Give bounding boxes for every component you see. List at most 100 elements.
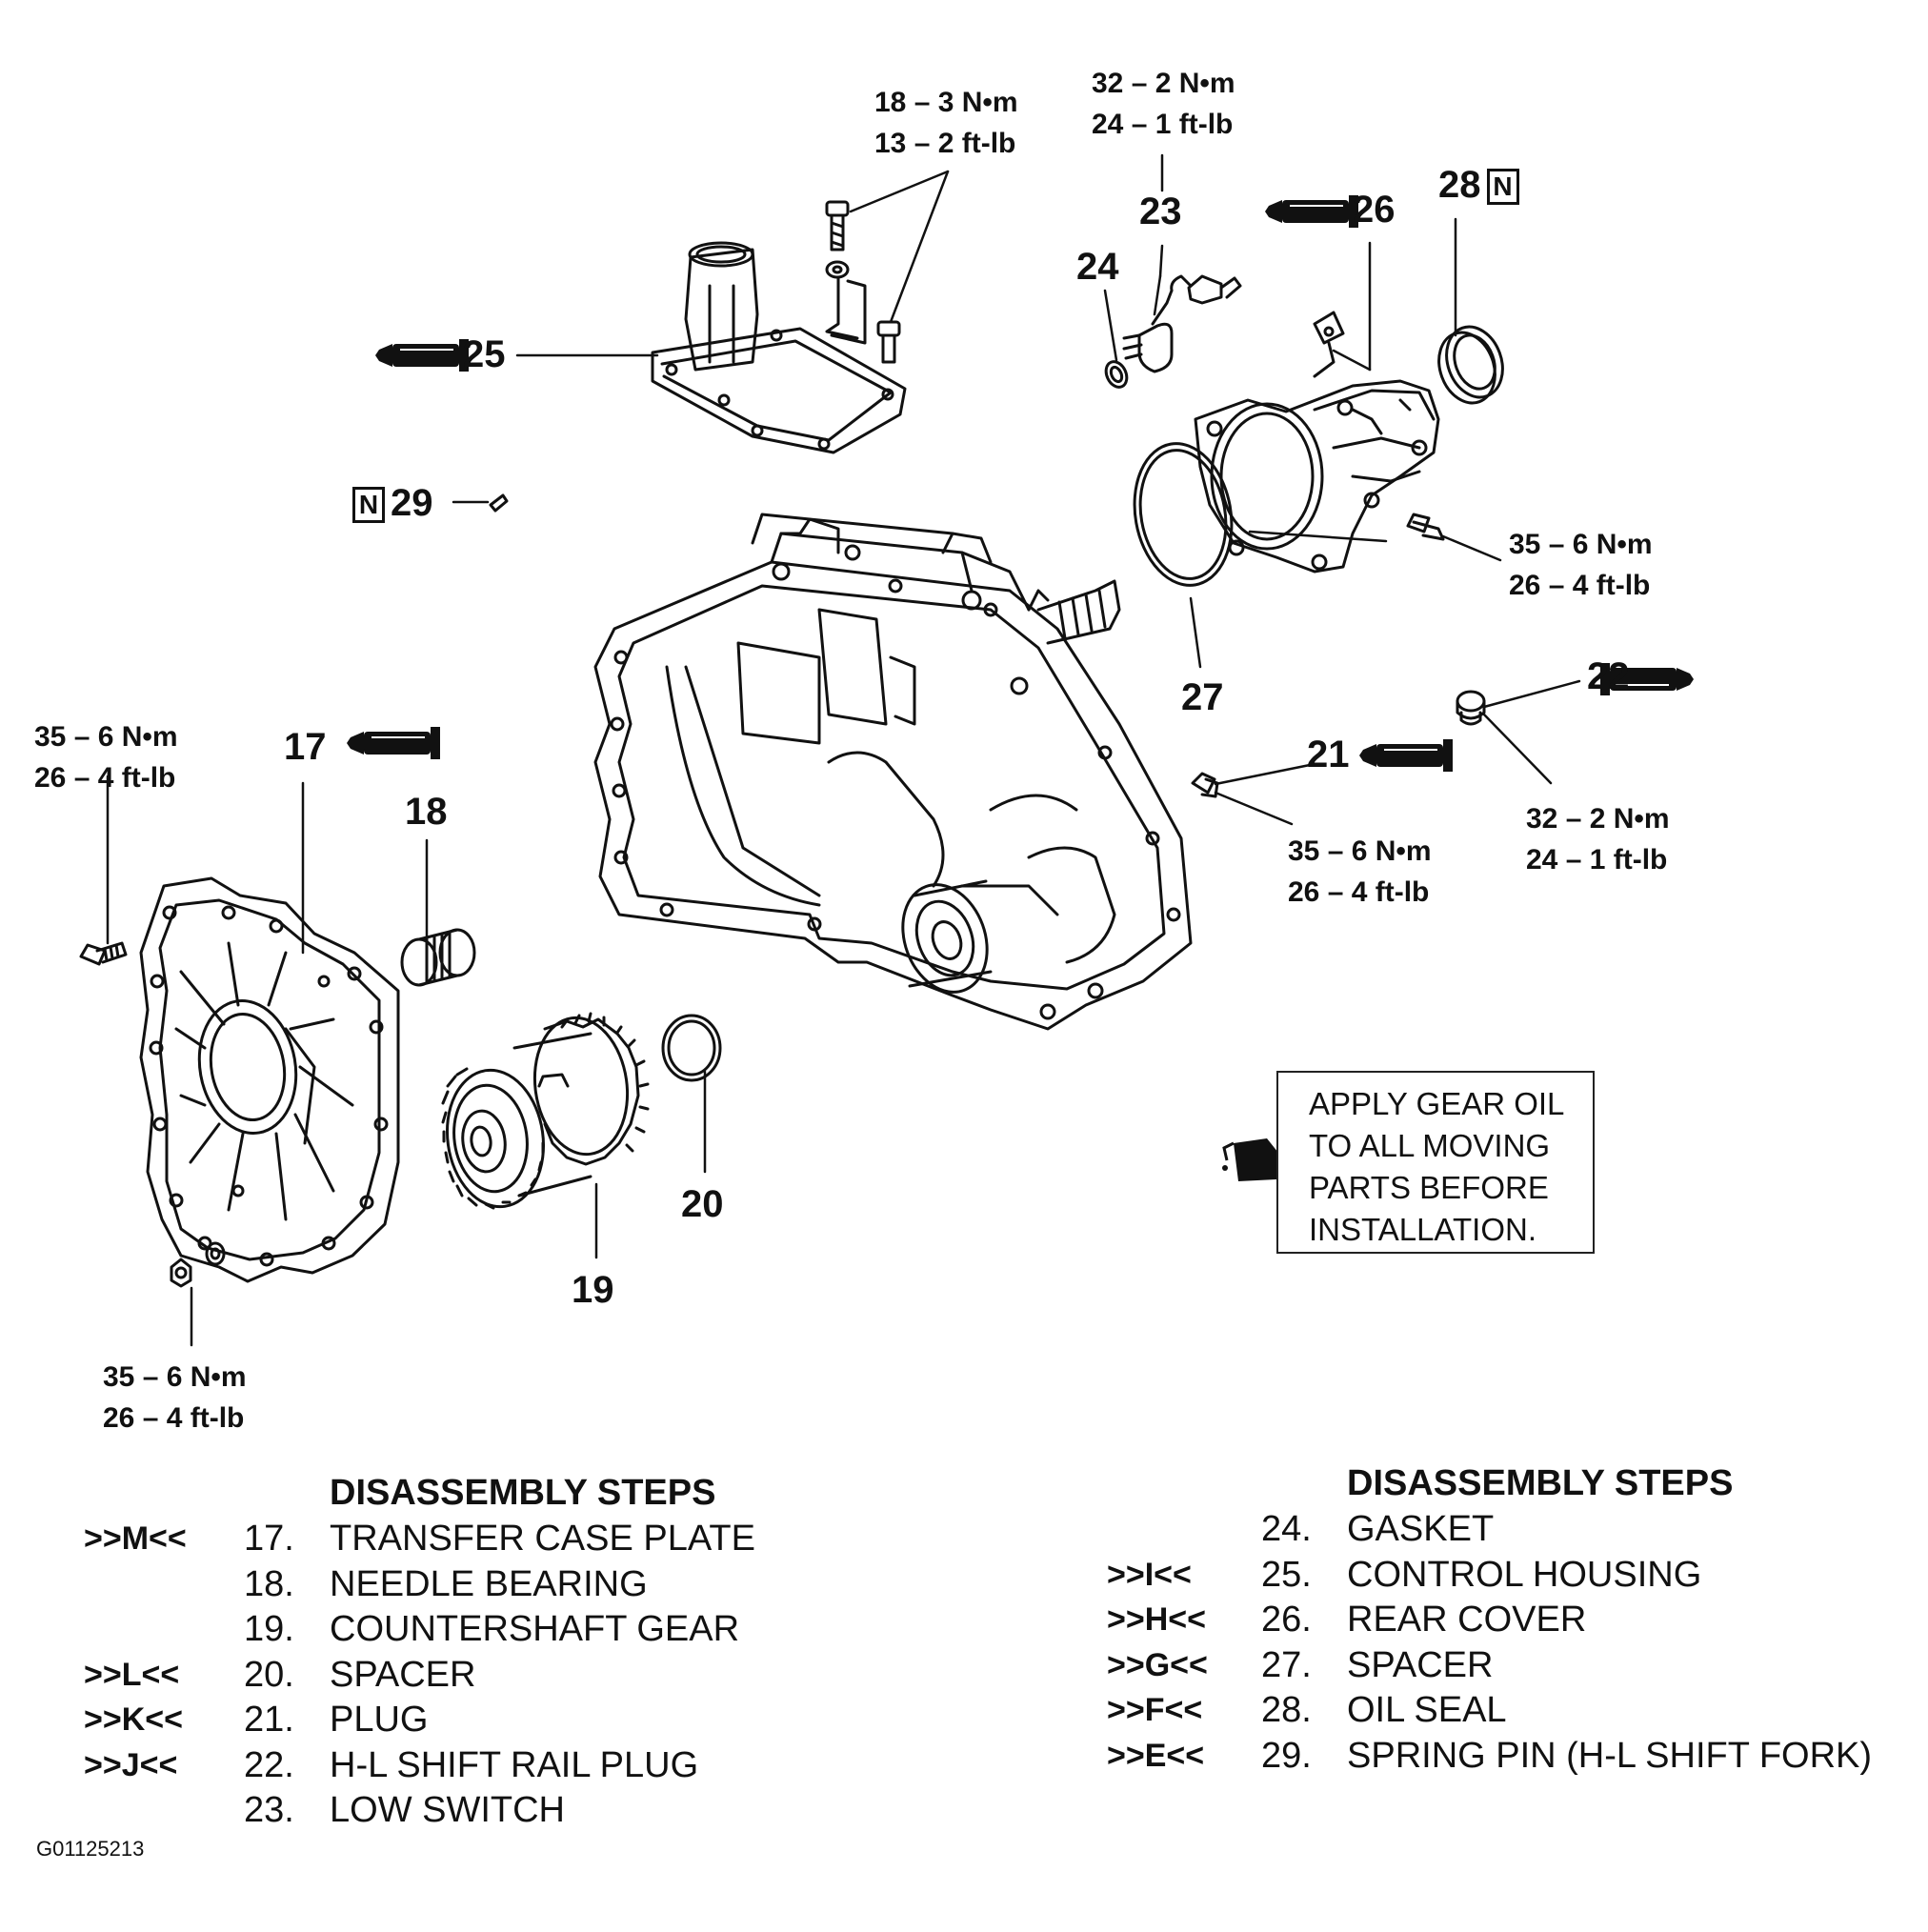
- step-row: >>E<< 29. SPRING PIN (H-L SHIFT FORK): [1107, 1736, 1917, 1781]
- step-text: SPRING PIN (H-L SHIFT FORK): [1347, 1736, 1873, 1776]
- torque-imperial: 24 – 1 ft-lb: [1526, 844, 1668, 875]
- torque-metric: 35 – 6 N•m: [1509, 529, 1653, 560]
- note-line: TO ALL MOVING: [1309, 1128, 1551, 1163]
- step-row: >>J<< 22. H-L SHIFT RAIL PLUG: [84, 1745, 808, 1791]
- step-tag: >>M<<: [84, 1520, 187, 1557]
- step-text: PLUG: [330, 1700, 429, 1740]
- note-line: INSTALLATION.: [1309, 1212, 1536, 1247]
- torque-metric: 18 – 3 N•m: [874, 87, 1018, 118]
- step-row: >>I<< 25. CONTROL HOUSING: [1107, 1555, 1917, 1600]
- torque-low-switch: 32 – 2 N•m 24 – 1 ft-lb: [1092, 63, 1235, 145]
- step-tag: >>L<<: [84, 1657, 180, 1693]
- step-tag: >>E<<: [1107, 1738, 1205, 1774]
- callout-25: 25: [463, 333, 506, 375]
- step-row: 19. COUNTERSHAFT GEAR: [84, 1609, 808, 1655]
- needle-bearing-drawing: [400, 928, 476, 987]
- torque-imperial: 26 – 4 ft-lb: [1288, 876, 1430, 908]
- step-row: 23. LOW SWITCH: [84, 1790, 808, 1836]
- step-number: 24.: [1261, 1509, 1312, 1549]
- step-text: REAR COVER: [1347, 1600, 1587, 1640]
- oil-seal-28-drawing: [1437, 325, 1504, 405]
- step-number: 23.: [244, 1790, 294, 1830]
- callout-29-number: 29: [391, 482, 433, 524]
- step-text: TRANSFER CASE PLATE: [330, 1519, 755, 1559]
- torque-imperial: 26 – 4 ft-lb: [103, 1402, 245, 1434]
- leader-lines: [106, 153, 1581, 1347]
- step-row: >>G<< 27. SPACER: [1107, 1645, 1917, 1691]
- callout-20: 20: [681, 1183, 724, 1225]
- step-number: 18.: [244, 1564, 294, 1604]
- step-tag: >>I<<: [1107, 1557, 1192, 1593]
- step-row: >>K<< 21. PLUG: [84, 1700, 808, 1745]
- step-text: GASKET: [1347, 1509, 1495, 1549]
- gear-oil-note: APPLY GEAR OIL TO ALL MOVING PARTS BEFOR…: [1276, 1071, 1595, 1254]
- step-text: COUNTERSHAFT GEAR: [330, 1609, 740, 1649]
- step-row: >>F<< 28. OIL SEAL: [1107, 1690, 1917, 1736]
- callout-22: 22: [1587, 655, 1630, 697]
- torque-imperial: 26 – 4 ft-lb: [34, 762, 176, 794]
- torque-plate-bolt: 35 – 6 N•m 26 – 4 ft-lb: [34, 716, 178, 798]
- step-tag: >>H<<: [1107, 1601, 1206, 1638]
- plate-nut-drawing: [170, 1241, 226, 1288]
- housing-bolts-drawing: [825, 200, 901, 364]
- low-switch-drawing: [1104, 274, 1242, 389]
- countershaft-gear-drawing: [441, 1012, 650, 1210]
- transfer-case-plate-drawing: [139, 876, 400, 1283]
- step-tag: >>F<<: [1107, 1692, 1203, 1728]
- torque-metric: 35 – 6 N•m: [34, 721, 178, 753]
- note-line: PARTS BEFORE: [1309, 1170, 1549, 1205]
- spring-pin-29-drawing: [489, 493, 509, 513]
- torque-metric: 32 – 2 N•m: [1092, 68, 1235, 99]
- note-line: APPLY GEAR OIL: [1309, 1086, 1565, 1121]
- callout-17: 17: [284, 726, 327, 768]
- step-row: >>H<< 26. REAR COVER: [1107, 1600, 1917, 1645]
- plate-bolt-drawing: [79, 941, 128, 966]
- spacer-27-drawing: [1133, 442, 1234, 587]
- spacer-20-drawing: [661, 1014, 722, 1082]
- transfer-case-body: [593, 513, 1193, 1031]
- step-number: 26.: [1261, 1600, 1312, 1640]
- torque-plug-21: 35 – 6 N•m 26 – 4 ft-lb: [1288, 831, 1432, 913]
- callout-27: 27: [1181, 676, 1224, 718]
- step-text: NEEDLE BEARING: [330, 1564, 648, 1604]
- step-text: LOW SWITCH: [330, 1790, 565, 1830]
- callout-21: 21: [1307, 734, 1350, 775]
- step-text: SPACER: [1347, 1645, 1494, 1685]
- step-tag: >>J<<: [84, 1747, 178, 1783]
- torque-plate-nut: 35 – 6 N•m 26 – 4 ft-lb: [103, 1357, 247, 1439]
- callout-18: 18: [405, 791, 448, 833]
- step-row: 24. GASKET: [1107, 1509, 1917, 1555]
- torque-imperial: 26 – 4 ft-lb: [1509, 570, 1651, 601]
- steps-heading: DISASSEMBLY STEPS: [1347, 1463, 1734, 1503]
- control-housing-drawing: [651, 241, 907, 454]
- sealant-tube-icon: [1358, 738, 1454, 773]
- steps-heading: DISASSEMBLY STEPS: [330, 1473, 716, 1513]
- figure-code: G01125213: [36, 1837, 145, 1861]
- new-part-icon: N: [1486, 169, 1519, 206]
- step-text: SPACER: [330, 1655, 476, 1695]
- plug-22-drawing: [1456, 690, 1486, 726]
- callout-28-number: 28: [1438, 164, 1481, 206]
- step-text: H-L SHIFT RAIL PLUG: [330, 1745, 699, 1785]
- step-number: 17.: [244, 1519, 294, 1559]
- callout-24: 24: [1076, 246, 1119, 288]
- step-text: CONTROL HOUSING: [1347, 1555, 1702, 1595]
- oil-can-icon: [1222, 1138, 1278, 1181]
- torque-rear-cover-bolts: 35 – 6 N•m 26 – 4 ft-lb: [1509, 524, 1653, 606]
- sealant-tube-icon: [1264, 194, 1359, 229]
- torque-plug-22: 32 – 2 N•m 24 – 1 ft-lb: [1526, 798, 1670, 880]
- step-tag: >>K<<: [84, 1701, 183, 1738]
- step-number: 28.: [1261, 1690, 1312, 1730]
- step-number: 22.: [244, 1745, 294, 1785]
- new-part-icon: N: [352, 487, 385, 524]
- step-text: OIL SEAL: [1347, 1690, 1507, 1730]
- step-row: >>L<< 20. SPACER: [84, 1655, 808, 1701]
- step-number: 29.: [1261, 1736, 1312, 1776]
- step-number: 21.: [244, 1700, 294, 1740]
- torque-metric: 35 – 6 N•m: [103, 1361, 247, 1393]
- step-number: 19.: [244, 1609, 294, 1649]
- plug-21-drawing: [1191, 772, 1219, 798]
